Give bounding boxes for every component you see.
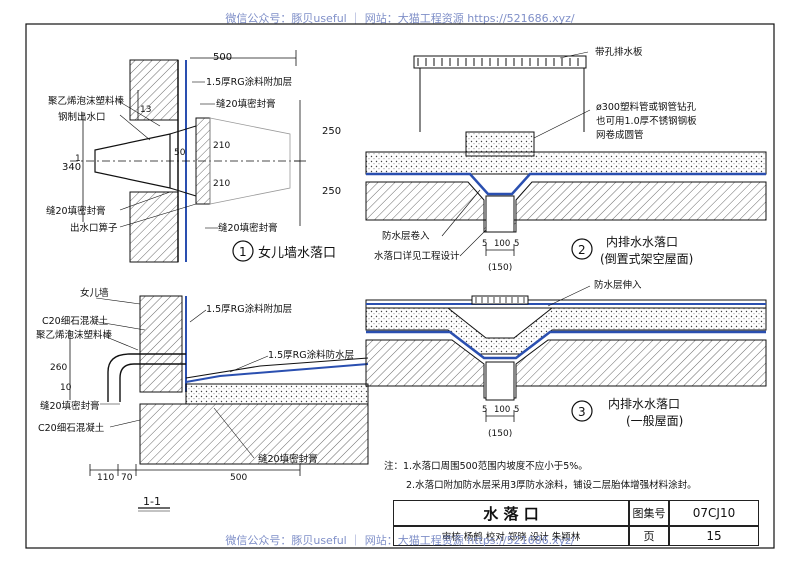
d1-dim-13: 13: [140, 105, 151, 115]
d1-dim-210a: 210: [213, 141, 230, 151]
d2-number: 2: [578, 243, 586, 257]
d1-dim-250a: 250: [322, 126, 341, 137]
d3-dim-100: 100: [494, 405, 510, 415]
d1-dim-340: 340: [62, 162, 81, 173]
s11-dim-500: 500: [230, 473, 247, 483]
title-block-signatures: 审核 杨鹤 校对 郑晓 设计 朱颖林: [393, 526, 629, 546]
d3-title-1: 内排水水落口: [608, 397, 680, 411]
d3-dim-5b: 5: [514, 405, 519, 415]
title-block-page-label: 页: [629, 526, 669, 546]
d3-dim-5a: 5: [482, 405, 487, 415]
d1-section-mark: 1: [75, 154, 81, 164]
d2-title-2: (倒置式架空屋面): [600, 252, 693, 266]
note-1: 注：1.水落口周围500范围内坡度不应小于5%。: [384, 460, 588, 472]
d1-label-rg: 1.5厚RG涂料附加层: [206, 76, 292, 88]
d1-label-grate: 出水口箅子: [70, 222, 118, 234]
d2-dim-100: 100: [494, 239, 510, 249]
d3-title-2: (一般屋面): [626, 413, 683, 428]
s11-label-parapet: 女儿墙: [80, 287, 109, 299]
d2-label-waterproof: 防水层卷入: [382, 230, 430, 242]
s11-dim-260: 260: [50, 363, 67, 373]
d1-dim-250b: 250: [322, 186, 341, 197]
d2-dim-5b: 5: [514, 239, 519, 249]
title-block-drawing-title: 水 落 口: [393, 500, 629, 526]
s11-label-rg-add: 1.5厚RG涂料附加层: [206, 303, 292, 315]
s11-dim-10: 10: [60, 383, 72, 393]
s11-label-seal-a: 缝20填密封膏: [40, 400, 100, 412]
watermark-top: 微信公众号：豚贝useful ｜ 网站：大猫工程资源 https://52168…: [225, 12, 575, 25]
d1-label-foam: 聚乙烯泡沫塑料棒: [48, 95, 125, 107]
watermark-bottom: 微信公众号：豚贝useful ｜ 网站：大猫工程资源 https://52168…: [225, 534, 575, 547]
s11-label-c20-top: C20细石混凝土: [42, 315, 109, 327]
title-block-page-no: 15: [669, 526, 759, 546]
title-block: 水 落 口 图集号 07CJ10 审核 杨鹤 校对 郑晓 设计 朱颖林 页 15: [393, 500, 759, 546]
d3-label-waterproof: 防水层伸入: [594, 279, 642, 291]
d3-dim-150: (150): [488, 429, 512, 439]
note-2: 2.水落口附加防水层采用3厚防水涂料，铺设二层胎体增强材料涂封。: [406, 479, 697, 491]
s11-label-foam: 聚乙烯泡沫塑料棒: [36, 329, 113, 341]
s11-dim-110: 110: [97, 473, 114, 483]
detail-3-drawing: [365, 285, 767, 422]
detail-2-drawing: [365, 51, 767, 260]
d2-dim-150: (150): [488, 263, 512, 273]
d2-dim-5a: 5: [482, 239, 487, 249]
d2-label-outlet: 水落口详见工程设计: [374, 250, 460, 262]
d1-label-seal-right: 缝20填密封膏: [218, 222, 278, 234]
title-block-atlas-label: 图集号: [629, 500, 669, 526]
d1-dim-50: 50: [174, 148, 186, 158]
sheet-border: [25, 23, 775, 549]
s11-label-seal-b: 缝20填密封膏: [258, 453, 318, 465]
title-block-atlas-no: 07CJ10: [669, 500, 759, 526]
d2-label-board: 带孔排水板: [595, 46, 643, 58]
d2-label-pipe2: 也可用1.0厚不锈钢钢板: [596, 115, 697, 127]
d1-dim-210b: 210: [213, 179, 230, 189]
d1-dim-500: 500: [213, 52, 232, 63]
detail-1-drawing: [70, 50, 306, 263]
s11-dim-70: 70: [121, 473, 133, 483]
d2-title-1: 内排水水落口: [606, 235, 678, 249]
d1-number: 1: [239, 245, 247, 259]
d1-label-seal-top: 缝20填密封膏: [216, 98, 276, 110]
d2-label-pipe3: 网卷成圆管: [596, 129, 644, 141]
d1-label-seal-bottom: 缝20填密封膏: [46, 205, 106, 217]
section-1-1-drawing: [69, 295, 369, 512]
s11-label-c20-bot: C20细石混凝土: [38, 422, 105, 434]
d1-title: 女儿墙水落口: [258, 245, 336, 261]
s11-label-rg-water: 1.5厚RG涂料防水层: [268, 349, 354, 361]
d1-label-steel-outlet: 钢制出水口: [58, 111, 106, 123]
s11-title: 1-1: [143, 495, 161, 508]
d2-label-pipe1: ø300塑料管或钢管钻孔: [596, 101, 696, 113]
d3-number: 3: [578, 405, 586, 419]
